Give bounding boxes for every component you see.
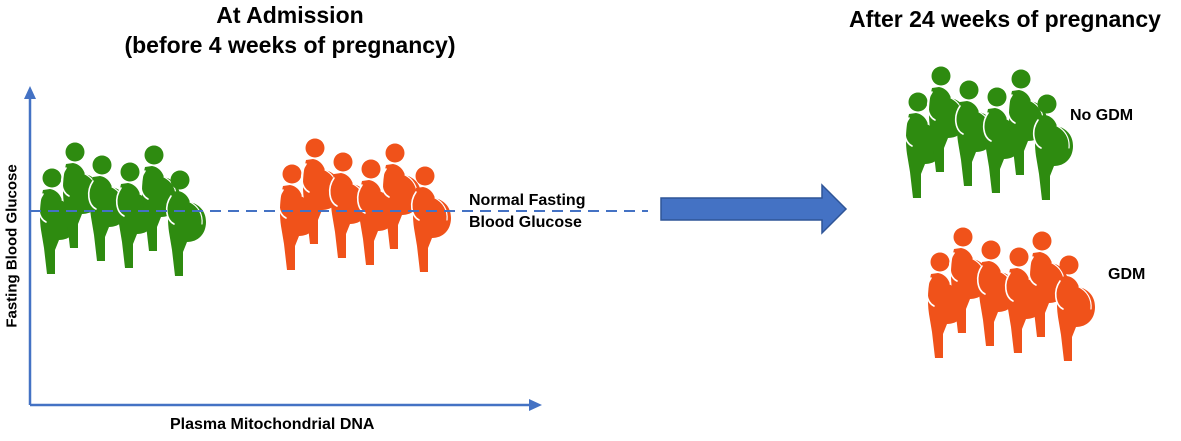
admission-low-mtdna-group bbox=[37, 141, 207, 277]
threshold-label-line1: Normal Fasting bbox=[469, 192, 586, 209]
progression-arrow bbox=[660, 183, 848, 235]
gdm-group bbox=[925, 226, 1096, 362]
admission-title-line2: (before 4 weeks of pregnancy) bbox=[124, 32, 456, 58]
threshold-label-line2: Blood Glucose bbox=[469, 214, 582, 231]
admission-title-line1: At Admission bbox=[216, 2, 364, 28]
x-axis-arrowhead bbox=[529, 399, 542, 411]
orange-woman-figure bbox=[410, 165, 452, 273]
admission-high-mtdna-group bbox=[277, 137, 452, 273]
no-gdm-label: No GDM bbox=[1070, 107, 1134, 124]
admission-title: At Admission (before 4 weeks of pregnanc… bbox=[60, 0, 520, 60]
threshold-label: Normal Fasting Blood Glucose bbox=[469, 190, 585, 234]
gdm-label: GDM bbox=[1108, 266, 1146, 283]
y-axis-arrowhead bbox=[24, 86, 36, 99]
followup-title: After 24 weeks of pregnancy bbox=[849, 6, 1161, 32]
no-gdm-group bbox=[903, 65, 1074, 201]
axes bbox=[24, 86, 542, 411]
x-axis-label: Plasma Mitochondrial DNA bbox=[170, 416, 375, 433]
